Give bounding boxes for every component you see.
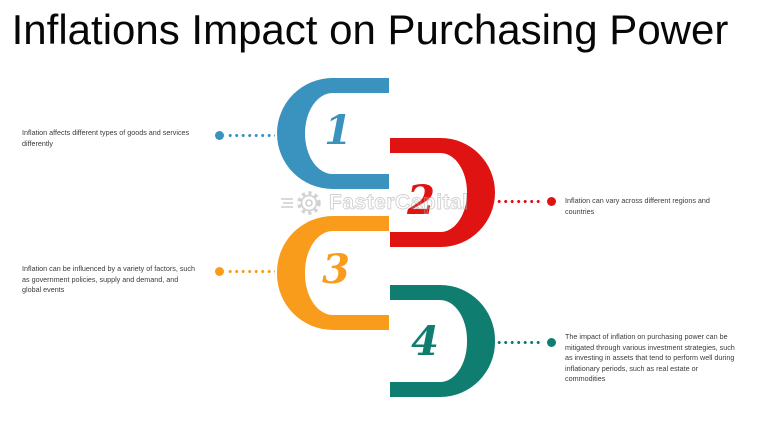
step-4-label: The impact of inflation on purchasing po… [565,332,735,384]
step-3-number: 3 [322,246,350,293]
step-3-dotted-line [228,269,275,274]
step-4-connector [497,338,556,347]
step-2-number: 2 [407,177,435,224]
step-4-dotted-line [497,340,543,345]
step-2-label: Inflation can vary across different regi… [565,196,710,216]
step-4-dot [547,338,556,347]
step-3-dot [215,267,224,276]
step-2-dotted-line [497,199,543,204]
step-1-dotted-line [228,133,275,138]
page-title: Inflations Impact on Purchasing Power [11,6,729,53]
step-1-number: 1 [324,107,352,154]
step-2-connector [497,197,556,206]
step-2-dot [547,197,556,206]
step-1-connector [215,131,275,140]
step-4-number: 4 [411,318,439,365]
step-3-connector [215,267,275,276]
step-1-dot [215,131,224,140]
step-1-label: Inflation affects different types of goo… [22,128,190,148]
step-3-label: Inflation can be influenced by a variety… [22,264,195,295]
gear-icon [281,191,321,215]
